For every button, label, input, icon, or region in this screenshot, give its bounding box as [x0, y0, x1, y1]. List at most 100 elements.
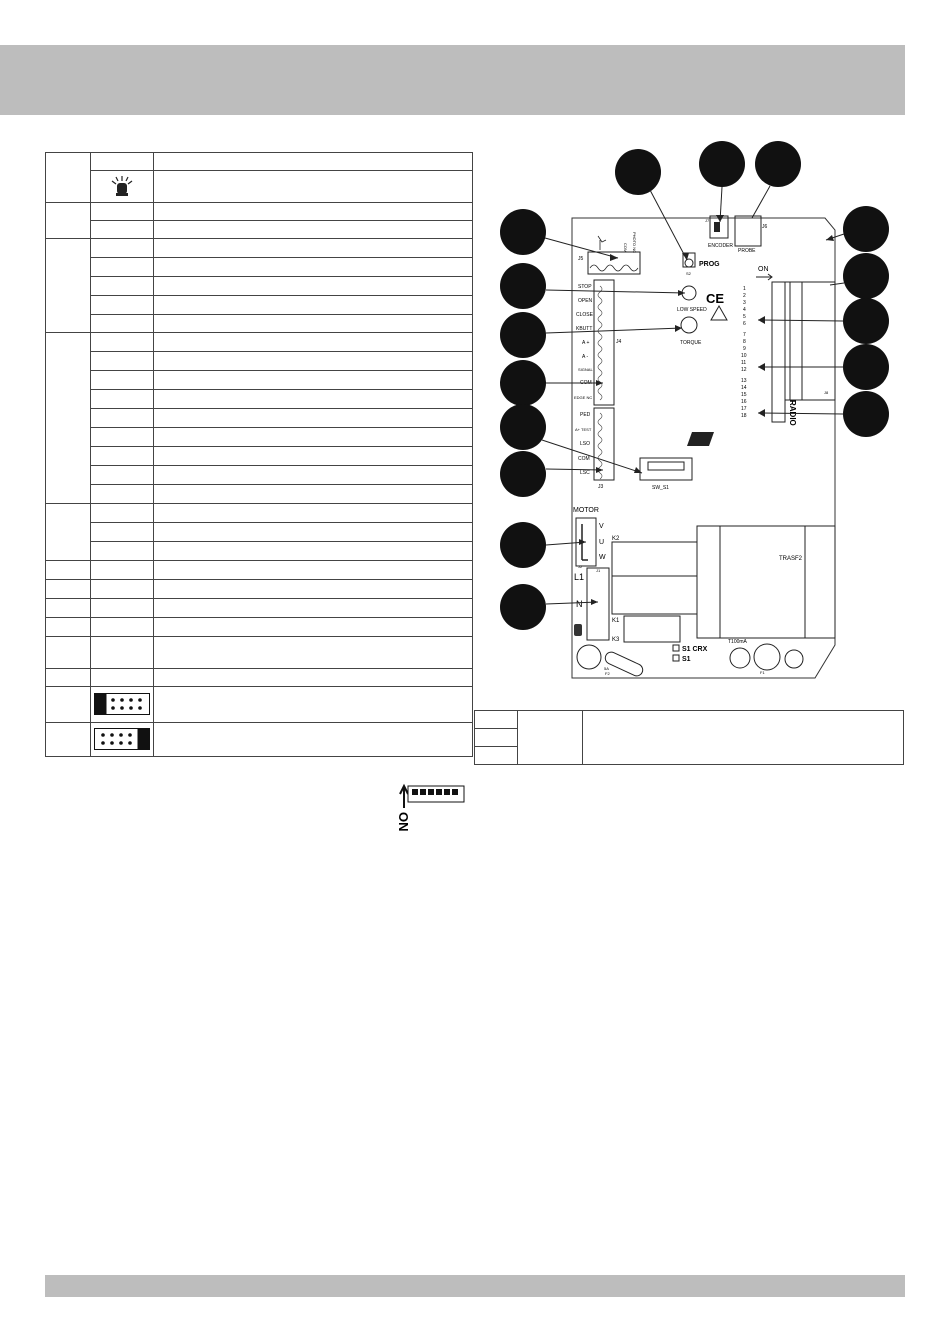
j5-connector: [587, 251, 641, 275]
dip-number: 14: [741, 385, 747, 391]
f1-label: F1: [760, 670, 765, 675]
dip-number: 18: [741, 413, 747, 419]
open-label: OPEN: [578, 298, 593, 304]
callout-11: [843, 344, 889, 390]
esd-warning-icon: [710, 304, 728, 321]
s1-label: S1: [682, 656, 691, 663]
dip-number: 10: [741, 353, 747, 359]
table-cell: [90, 152, 154, 171]
j4-label: J4: [616, 339, 622, 345]
s2-label: S2: [686, 271, 692, 276]
on-arrow-icon: [756, 273, 773, 281]
v-label: V: [599, 523, 604, 530]
kbutt-label: KBUTT: [576, 326, 592, 332]
on-label: ON: [758, 266, 769, 273]
k2-label: K2: [612, 536, 620, 542]
j3-connector: [593, 407, 615, 481]
leader-lines: [541, 185, 845, 605]
dip-number: 7: [743, 332, 746, 338]
fuse-table: [474, 710, 904, 765]
dip-number: 5: [743, 314, 746, 320]
header-band: [0, 45, 905, 115]
dip-number: 13: [741, 378, 747, 384]
callout-9: [843, 298, 889, 344]
callout-6: [500, 263, 546, 309]
capacitor: [574, 624, 582, 636]
j2-connector: [575, 517, 597, 567]
sw-s1-switch: [639, 457, 693, 481]
sw-s1-label: SW_S1: [652, 485, 669, 491]
close-label: CLOSE: [576, 312, 594, 318]
callout-1: [615, 149, 661, 195]
dip-number-labels: 1 2 3 4 5 6 7 8 9 10 11 12 13 14 15 16 1…: [741, 286, 747, 419]
on-arrow-icon: [399, 783, 409, 808]
n-label: N: [576, 599, 583, 609]
a-minus-label: A -: [582, 354, 588, 360]
torque-trimmer: [680, 316, 698, 334]
jumper-open-icon: [94, 692, 150, 715]
table-cell: [45, 152, 91, 203]
jumper-closed-icon: [94, 727, 150, 750]
dip-number: 1: [743, 286, 746, 292]
s1-crx-label: S1 CRX: [682, 646, 708, 653]
a-plus-label: A +: [582, 340, 589, 346]
j1-connector: [586, 567, 610, 641]
leader-arrowheads: [579, 215, 834, 605]
table-cell: [90, 722, 154, 757]
probe-label: PROBE: [738, 248, 756, 254]
com-j3-label: COM: [578, 456, 590, 462]
k1-label: K1: [612, 618, 620, 624]
fuse-holder-f2: [576, 644, 602, 670]
dip-number: 8: [743, 339, 746, 345]
dip-number: 9: [743, 346, 746, 352]
dip-number: 12: [741, 367, 747, 373]
callout-10: [500, 360, 546, 406]
table-cell: [90, 686, 154, 723]
dip-number: 15: [741, 392, 747, 398]
edge-nc-label: EDGE NC: [574, 395, 592, 400]
trasf2-label: TRASF2: [779, 556, 803, 562]
callout-4: [500, 209, 546, 255]
dip-number: 6: [743, 321, 746, 327]
dip-number: 17: [741, 406, 747, 412]
relay-k1: [623, 615, 681, 643]
stop-label: STOP: [578, 284, 592, 290]
j4-connector: [593, 279, 615, 406]
callout-13: [500, 404, 546, 450]
callout-15: [500, 522, 546, 568]
encoder-label: ENCODER: [708, 243, 733, 249]
dip-number: 16: [741, 399, 747, 405]
u-label: U: [599, 539, 604, 546]
pcb-outline: [571, 217, 836, 679]
flashing-lamp-icon: [111, 175, 133, 196]
j3-label: J3: [598, 484, 604, 490]
k3-label: K3: [612, 637, 620, 643]
dip-number: 4: [743, 307, 746, 313]
table-cell: [90, 170, 154, 203]
com-label: COM: [623, 243, 628, 252]
photo-nc-label: PHOTO NC: [632, 232, 637, 253]
radio-label: RADIO: [788, 400, 797, 426]
t100ma-label: T100mA: [728, 639, 748, 645]
footer-band: [45, 1275, 905, 1297]
ped-label: PED: [580, 412, 591, 418]
callout-5: [843, 206, 889, 252]
table-cell: [153, 152, 473, 171]
prog-label: PROG: [699, 261, 720, 268]
dip-on-label: ON: [396, 812, 411, 832]
f2-label: F2: [605, 671, 610, 676]
dip-number: 11: [741, 360, 746, 366]
varistor: [604, 651, 644, 677]
j8-label: J8: [824, 390, 829, 395]
table-cell: [153, 170, 473, 203]
callout-14: [500, 451, 546, 497]
j6-label: J6: [762, 224, 768, 230]
j5-label: J5: [578, 256, 584, 262]
callout-12: [843, 391, 889, 437]
callout-16: [500, 584, 546, 630]
callout-3: [755, 141, 801, 187]
j2-label: J2: [578, 564, 583, 569]
lsc-label: LSC: [580, 470, 590, 476]
w-label: W: [599, 554, 606, 561]
signal-label: SIGNAL: [578, 367, 593, 372]
